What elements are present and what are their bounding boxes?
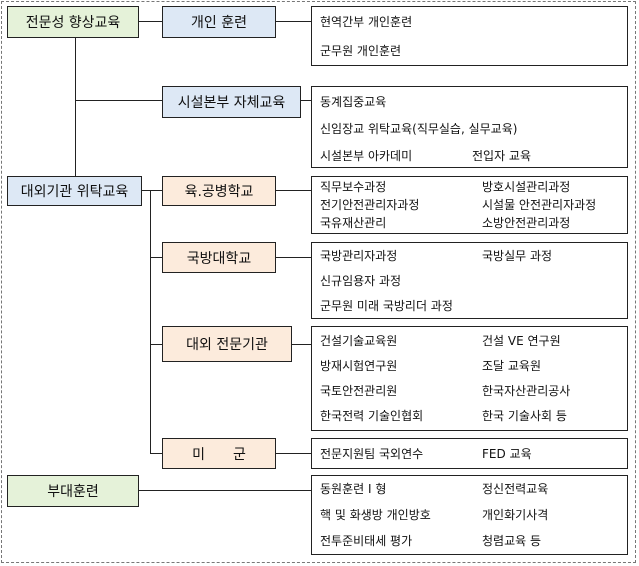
program-defense-university: 국방대학교: [162, 242, 276, 273]
connector-line: [275, 257, 311, 258]
detail-item: 한국자산관리공사: [482, 384, 571, 398]
connector-line: [138, 490, 311, 491]
connector-line: [275, 453, 311, 454]
detail-item: 시설물 안전관리자과정: [482, 198, 597, 212]
detail-item: 정신전력교육: [482, 482, 549, 496]
category-label: 전문성 향상교육: [25, 15, 121, 31]
detail-item: 한국 기술사회 등: [482, 409, 567, 423]
program-label: 육.공병학교: [184, 184, 254, 200]
detail-item: 국유재산관리: [320, 216, 387, 230]
detail-item: 국방관리자과정: [320, 249, 398, 263]
detail-item: FED 교육: [482, 447, 532, 461]
category-unit-training: 부대훈련: [7, 475, 139, 507]
detail-item: 건설기술교육원: [320, 334, 398, 348]
detail-item: 동원훈련 I 형: [320, 482, 387, 496]
detail-item: 국방실무 과정: [482, 249, 553, 263]
connector-line: [275, 190, 311, 191]
detail-item: 한국전력 기술인협회: [320, 409, 424, 423]
connector-line: [141, 190, 162, 191]
detail-item: 시설본부 아카데미: [320, 149, 413, 163]
detail-item: 건설 VE 연구원: [482, 334, 561, 348]
detail-hq-training: 동계집중교육 신임장교 위탁교육(직무실습, 실무교육) 시설본부 아카데미 전…: [311, 86, 628, 168]
program-army-engineer-school: 육.공병학교: [162, 176, 276, 206]
program-label: 국방대학교: [186, 250, 252, 267]
detail-item: 신임장교 위탁교육(직무실습, 실무교육): [320, 122, 518, 136]
detail-item: 전입자 교육: [472, 149, 532, 163]
connector-line: [150, 344, 162, 345]
detail-item: 소방안전관리과정: [482, 216, 571, 230]
category-label: 대외기관 위탁교육: [20, 184, 129, 200]
connector-line: [275, 344, 311, 345]
program-individual-training: 개인 훈련: [162, 6, 276, 38]
connector-line: [75, 100, 162, 101]
program-label: 미 군: [192, 446, 246, 463]
category-expertise-training: 전문성 향상교육: [7, 6, 139, 38]
detail-item: 개인화기사격: [482, 508, 549, 522]
detail-item: 청렴교육 등: [482, 534, 542, 548]
detail-item: 국토안전관리원: [320, 384, 398, 398]
connector-line: [138, 21, 162, 22]
detail-item: 방재시험연구원: [320, 359, 398, 373]
detail-item: 조달 교육원: [482, 359, 542, 373]
program-external-institutions: 대외 전문기관: [162, 326, 292, 362]
category-external-training: 대외기관 위탁교육: [7, 176, 142, 206]
program-hq-training: 시설본부 자체교육: [162, 86, 301, 118]
program-label: 대외 전문기관: [186, 337, 268, 353]
program-label: 개인 훈련: [191, 15, 247, 31]
detail-item: 전투준비태세 평가: [320, 534, 413, 548]
program-label: 시설본부 자체교육: [177, 95, 286, 111]
detail-unit-training: 동원훈련 I 형 정신전력교육 핵 및 화생방 개인방호 개인화기사격 전투준비…: [311, 475, 628, 555]
category-label: 부대훈련: [47, 484, 99, 500]
detail-army-engineer-school: 직무보수과정 방호시설관리과정 전기안전관리자과정 시설물 안전관리자과정 국유…: [311, 176, 628, 234]
connector-line: [150, 453, 162, 454]
connector-line: [150, 257, 162, 258]
detail-item: 군무원 미래 국방리더 과정: [320, 299, 453, 313]
detail-us-army: 전문지원팀 국외연수 FED 교육: [311, 438, 628, 469]
detail-item: 전기안전관리자과정: [320, 198, 420, 212]
detail-defense-university: 국방관리자과정 국방실무 과정 신규임용자 과정 군무원 미래 국방리더 과정: [311, 242, 628, 319]
detail-item: 신규임용자 과정: [320, 274, 402, 288]
detail-item: 현역간부 개인훈련: [320, 15, 413, 29]
detail-item: 전문지원팀 국외연수: [320, 447, 424, 461]
connector-line: [150, 190, 151, 454]
detail-individual-training: 현역간부 개인훈련 군무원 개인훈련: [311, 6, 628, 66]
program-us-army: 미 군: [162, 438, 276, 469]
detail-item: 군무원 개인훈련: [320, 44, 402, 58]
detail-item: 핵 및 화생방 개인방호: [320, 508, 431, 522]
connector-line: [75, 38, 76, 178]
connector-line: [275, 21, 311, 22]
detail-item: 동계집중교육: [320, 95, 387, 109]
connector-line: [300, 100, 311, 101]
detail-external-institutions: 건설기술교육원 건설 VE 연구원 방재시험연구원 조달 교육원 국토안전관리원…: [311, 326, 628, 431]
detail-item: 방호시설관리과정: [482, 180, 571, 194]
detail-item: 직무보수과정: [320, 180, 387, 194]
